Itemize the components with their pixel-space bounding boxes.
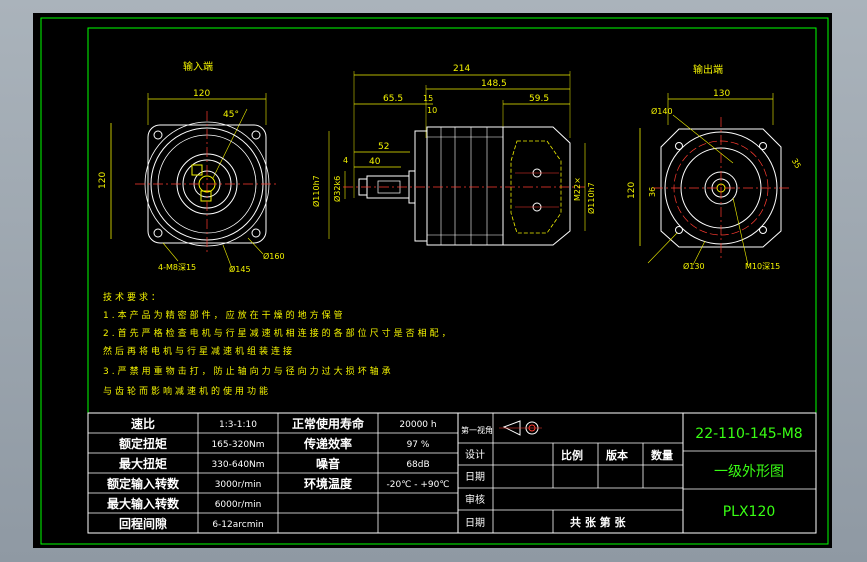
- drawing-number: 22-110-145-M8: [695, 426, 802, 442]
- spec-val-0: 1:3-1:10: [219, 420, 257, 430]
- dim-15: 15: [423, 94, 433, 103]
- spec-val2-2: 68dB: [406, 460, 429, 470]
- note-line-0: 技术要求：: [103, 291, 163, 303]
- note-line-4: 3.严禁用重物击打，防止轴向力与径向力过大损坏轴承: [103, 365, 394, 377]
- spec-key2-0: 正常使用寿命: [292, 416, 365, 431]
- dim-thread: M22×: [573, 177, 582, 201]
- dim-40: 40: [369, 157, 381, 167]
- right-pcd-label: Ø130: [683, 261, 705, 271]
- dim-4: 4: [343, 156, 348, 165]
- spec-key2-2: 噪音: [316, 456, 340, 471]
- spec-key-2: 最大扭矩: [119, 456, 167, 471]
- left-pcd-label: Ø145: [229, 264, 251, 274]
- model-name: PLX120: [723, 504, 776, 520]
- inner-frame: [87, 27, 817, 534]
- left-angle-dim: 45°: [223, 110, 239, 120]
- spec-val-2: 330-640Nm: [211, 460, 264, 470]
- spec-val2-3: -20℃ - +90℃: [387, 480, 450, 490]
- spec-val-3: 3000r/min: [215, 480, 262, 490]
- right-side-dim: 35: [790, 157, 803, 170]
- spec-val-5: 6-12arcmin: [212, 520, 263, 530]
- spec-val-4: 6000r/min: [215, 500, 262, 510]
- dim-214: 214: [453, 64, 470, 74]
- dim-65-5: 65.5: [383, 94, 403, 104]
- technical-notes: 技术要求： 1.本产品为精密部件，应放在干燥的地方保管 2.首先严格检查电机与行…: [103, 291, 454, 397]
- left-flange-label: Ø160: [263, 251, 285, 261]
- right-width-dim: 130: [713, 89, 730, 99]
- check-label: 审核: [465, 493, 485, 506]
- spec-key-3: 额定输入转数: [107, 476, 180, 491]
- spec-key-4: 最大输入转数: [107, 496, 180, 511]
- scale-label: 比例: [561, 448, 583, 462]
- output-end-title: 输出端: [693, 63, 723, 76]
- title-block: 第一视角 设计 日期 审核 日期 比例 版本 数量 共 张 第 张 22-110…: [457, 412, 817, 534]
- dim-148-5: 148.5: [481, 79, 507, 89]
- left-holes-label: 4-M8深15: [158, 263, 196, 272]
- dim-shaft: Ø32k6: [332, 176, 342, 202]
- spec-key-5: 回程间隙: [119, 516, 167, 531]
- dim-dia-right: Ø110h7: [586, 182, 596, 214]
- spec-table: 速比 1:3-1:10 正常使用寿命 20000 h 额定扭矩 165-320N…: [87, 412, 459, 534]
- right-height-dim: 120: [627, 182, 637, 199]
- date-label: 日期: [465, 471, 485, 483]
- note-line-2: 2.首先严格检查电机与行星减速机相连接的各部位尺寸是否相配，: [103, 327, 454, 339]
- spec-key-0: 速比: [131, 416, 155, 431]
- note-line-1: 1.本产品为精密部件，应放在干燥的地方保管: [103, 309, 346, 321]
- output-end-view: 输出端 130 120 36 35 Ø140 Ø130 M10深15: [627, 63, 803, 271]
- sheets-label: 共 张 第 张: [570, 515, 626, 529]
- input-end-view: 输入端 120 120 45° 4-M8深15 Ø145: [98, 60, 285, 274]
- quantity-label: 数量: [651, 448, 673, 462]
- side-view: 214 148.5 59.5 65.5 15 10 52 40 4 Ø110h7…: [311, 64, 596, 246]
- dim-10: 10: [427, 106, 437, 115]
- right-holes-dia-label: Ø140: [651, 106, 673, 116]
- note-line-5: 与齿轮而影响减速机的使用功能: [103, 385, 271, 397]
- spec-key-1: 额定扭矩: [119, 436, 167, 451]
- spec-key2-1: 传递效率: [303, 436, 352, 451]
- projection-label: 第一视角: [461, 425, 493, 435]
- dim-59-5: 59.5: [529, 94, 549, 104]
- version-label: 版本: [606, 448, 628, 462]
- first-angle-projection-icon: [499, 420, 542, 436]
- drawing-canvas: 输入端 120 120 45° 4-M8深15 Ø145: [40, 17, 829, 545]
- input-end-title: 输入端: [183, 60, 213, 73]
- left-height-dim: 120: [98, 172, 108, 189]
- note-line-3: 然后再将电机与行星减速机组装连接: [103, 345, 295, 357]
- spec-val2-0: 20000 h: [399, 420, 436, 430]
- left-width-dim: 120: [193, 89, 210, 99]
- cad-drawing-sheet: 输入端 120 120 45° 4-M8深15 Ø145: [33, 13, 832, 548]
- right-small-dim: 36: [648, 187, 657, 197]
- dim-52: 52: [378, 142, 389, 152]
- spec-key2-3: 环境温度: [304, 476, 353, 491]
- design-label: 设计: [465, 448, 485, 461]
- spec-val2-1: 97 %: [407, 440, 430, 450]
- date2-label: 日期: [465, 517, 485, 529]
- spec-val-1: 165-320Nm: [211, 440, 264, 450]
- right-thread-label: M10深15: [745, 262, 780, 271]
- drawing-name: 一级外形图: [714, 464, 784, 480]
- outer-frame: [40, 17, 829, 545]
- dim-dia-left: Ø110h7: [311, 175, 321, 207]
